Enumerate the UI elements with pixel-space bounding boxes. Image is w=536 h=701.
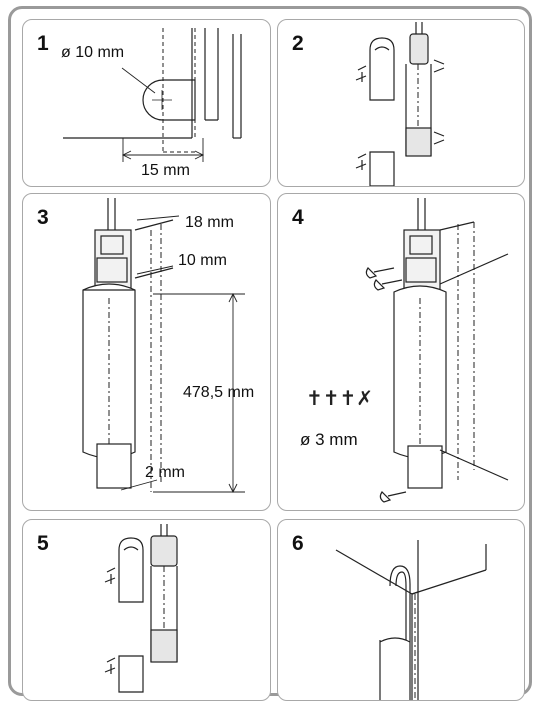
step-5-number: 5 [37, 532, 49, 555]
step-6-drawing [335, 540, 487, 700]
instruction-sheet-frame: 1 ø 10 mm 15 mm [8, 6, 532, 701]
step-5-drawing [104, 524, 178, 693]
hole-diameter-label: ø 10 mm [61, 44, 125, 61]
depth-dimension-label: 10 mm [178, 252, 227, 269]
step-4-drawing [365, 198, 509, 503]
step-5-panel: 5 [22, 519, 271, 701]
step-1-panel: 1 ø 10 mm 15 mm [22, 19, 271, 187]
offset-dimension-label: 15 mm [141, 162, 190, 179]
screws-icon: ✝✝✝✗ [306, 388, 374, 410]
step-6-panel: 6 [277, 519, 525, 701]
width-dimension-label: 18 mm [185, 214, 234, 231]
step-3-drawing [82, 198, 245, 494]
step-2-drawing [355, 22, 445, 186]
length-dimension-label: 478,5 mm [183, 384, 255, 401]
step-4-number: 4 [292, 206, 304, 229]
drill-diameter-label: ø 3 mm [300, 430, 358, 449]
step-2-panel: 2 [277, 19, 525, 187]
step-4-panel: 4 ✝✝✝✗ ø 3 mm [277, 193, 525, 511]
step-6-number: 6 [292, 532, 304, 555]
step-1-number: 1 [37, 32, 49, 55]
step-1-drawing [63, 28, 242, 162]
gap-dimension-label: 2 mm [145, 464, 185, 481]
step-2-number: 2 [292, 32, 304, 55]
step-3-number: 3 [37, 206, 49, 229]
step-3-panel: 3 18 mm 10 mm 478,5 mm 2 mm [22, 193, 271, 511]
